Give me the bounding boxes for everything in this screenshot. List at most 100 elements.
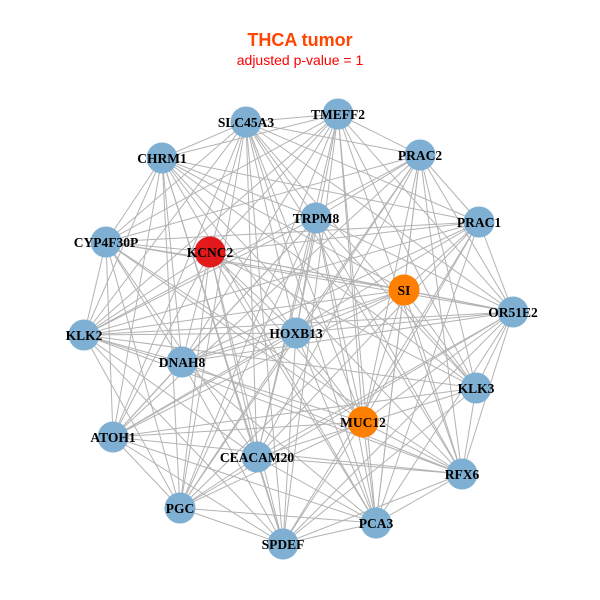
node-label: TRPM8 <box>293 211 340 226</box>
edge-CYP4F30P-PGC <box>105 241 181 509</box>
node-pca3[interactable]: PCA3 <box>359 507 394 539</box>
edge-SLC45A3-OR51E2 <box>245 121 514 313</box>
edge-TMEFF2-MUC12 <box>337 113 364 423</box>
edge-PRAC2-CEACAM20 <box>256 154 421 458</box>
edge-CYP4F30P-SI <box>105 241 405 291</box>
edge-SLC45A3-HOXB13 <box>245 121 297 334</box>
chart-title: THCA tumor <box>247 30 353 50</box>
node-prac1[interactable]: PRAC1 <box>457 206 501 238</box>
edge-CYP4F30P-MUC12 <box>105 241 364 423</box>
node-label: PRAC2 <box>398 148 442 163</box>
node-label: KLK2 <box>66 328 103 343</box>
node-circle <box>497 296 529 328</box>
node-circle <box>460 372 492 404</box>
node-spdef[interactable]: SPDEF <box>262 528 305 560</box>
edge-TRPM8-OR51E2 <box>315 217 514 313</box>
edge-TRPM8-HOXB13 <box>295 217 317 334</box>
node-ceacam20[interactable]: CEACAM20 <box>220 441 294 473</box>
node-slc45a3[interactable]: SLC45A3 <box>218 106 275 138</box>
node-hoxb13[interactable]: HOXB13 <box>269 317 323 349</box>
edge-PRAC2-CYP4F30P <box>105 154 421 243</box>
node-label: SLC45A3 <box>218 115 275 130</box>
edge-CHRM1-TRPM8 <box>161 157 317 219</box>
node-klk3[interactable]: KLK3 <box>458 372 495 404</box>
node-muc12[interactable]: MUC12 <box>340 406 386 438</box>
node-tmeff2[interactable]: TMEFF2 <box>311 98 365 130</box>
node-label: OR51E2 <box>488 305 538 320</box>
edge-OR51E2-DNAH8 <box>181 311 514 363</box>
edge-CYP4F30P-KLK2 <box>83 241 107 336</box>
edge-KLK2-KLK3 <box>83 334 477 389</box>
chart-subtitle: adjusted p-value = 1 <box>236 52 364 68</box>
edge-SI-KLK2 <box>83 289 405 336</box>
edge-PRAC1-OR51E2 <box>478 221 514 313</box>
edge-SLC45A3-TRPM8 <box>245 121 317 219</box>
node-circle <box>241 441 273 473</box>
edge-OR51E2-PGC <box>179 311 514 509</box>
node-rfx6[interactable]: RFX6 <box>445 458 480 490</box>
edge-DNAH8-SPDEF <box>181 361 284 545</box>
edge-PGC-SPDEF <box>179 507 284 545</box>
edge-OR51E2-PCA3 <box>375 311 514 524</box>
edge-HOXB13-PCA3 <box>295 332 377 524</box>
node-trpm8[interactable]: TRPM8 <box>293 202 340 234</box>
edge-CHRM1-RFX6 <box>161 157 463 475</box>
edge-KLK3-ATOH1 <box>112 387 477 438</box>
edge-CHRM1-SPDEF <box>161 157 284 545</box>
node-dnah8[interactable]: DNAH8 <box>159 346 206 378</box>
edge-CHRM1-KLK2 <box>83 157 163 336</box>
node-label: DNAH8 <box>159 355 206 370</box>
edge-TMEFF2-OR51E2 <box>337 113 514 313</box>
edge-DNAH8-PCA3 <box>181 361 377 524</box>
edge-TMEFF2-DNAH8 <box>181 113 339 363</box>
node-circle <box>230 106 262 138</box>
node-kcnc2[interactable]: KCNC2 <box>187 236 234 268</box>
node-pgc[interactable]: PGC <box>164 492 196 524</box>
edge-PGC-PCA3 <box>179 507 377 524</box>
node-label: PRAC1 <box>457 215 501 230</box>
edge-ATOH1-SPDEF <box>112 436 284 545</box>
node-circle <box>166 346 198 378</box>
edge-DNAH8-RFX6 <box>181 361 463 475</box>
node-circle <box>360 507 392 539</box>
edge-TMEFF2-KCNC2 <box>209 113 339 253</box>
edge-PRAC1-PCA3 <box>375 221 480 524</box>
edge-TMEFF2-PGC <box>179 113 339 509</box>
edge-CHRM1-ATOH1 <box>112 157 163 438</box>
edge-SLC45A3-RFX6 <box>245 121 463 475</box>
edge-MUC12-SPDEF <box>282 421 364 545</box>
edge-KCNC2-PGC <box>179 251 211 509</box>
node-label: KLK3 <box>458 381 495 396</box>
node-chrm1[interactable]: CHRM1 <box>137 142 187 174</box>
node-label: CHRM1 <box>137 151 187 166</box>
node-circle <box>463 206 495 238</box>
edge-HOXB13-SPDEF <box>282 332 297 545</box>
edge-KCNC2-HOXB13 <box>209 251 297 334</box>
edge-PRAC2-RFX6 <box>419 154 463 475</box>
edge-CYP4F30P-RFX6 <box>105 241 463 475</box>
edge-CHRM1-PGC <box>161 157 181 509</box>
node-cyp4f30p[interactable]: CYP4F30P <box>74 226 139 258</box>
edge-SI-HOXB13 <box>295 289 405 334</box>
node-klk2[interactable]: KLK2 <box>66 319 103 351</box>
edge-CEACAM20-RFX6 <box>256 456 463 475</box>
node-atoh1[interactable]: ATOH1 <box>90 421 136 453</box>
node-circle <box>68 319 100 351</box>
node-si[interactable]: SI <box>388 274 420 306</box>
node-or51e2[interactable]: OR51E2 <box>488 296 538 328</box>
edge-KLK2-HOXB13 <box>83 332 297 336</box>
edge-KCNC2-SPDEF <box>209 251 284 545</box>
edge-KLK2-SPDEF <box>83 334 284 545</box>
edge-CHRM1-DNAH8 <box>161 157 183 363</box>
node-label: RFX6 <box>445 467 480 482</box>
node-label: PCA3 <box>359 516 394 531</box>
node-label: HOXB13 <box>269 326 323 341</box>
edge-HOXB13-ATOH1 <box>112 332 297 438</box>
edge-PRAC1-CEACAM20 <box>256 221 480 458</box>
edge-SLC45A3-PRAC1 <box>245 121 480 223</box>
node-prac2[interactable]: PRAC2 <box>398 139 442 171</box>
edge-SLC45A3-ATOH1 <box>112 121 247 438</box>
edge-CYP4F30P-ATOH1 <box>105 241 114 438</box>
edge-SI-MUC12 <box>362 289 405 423</box>
edge-PRAC1-KLK2 <box>83 221 480 336</box>
